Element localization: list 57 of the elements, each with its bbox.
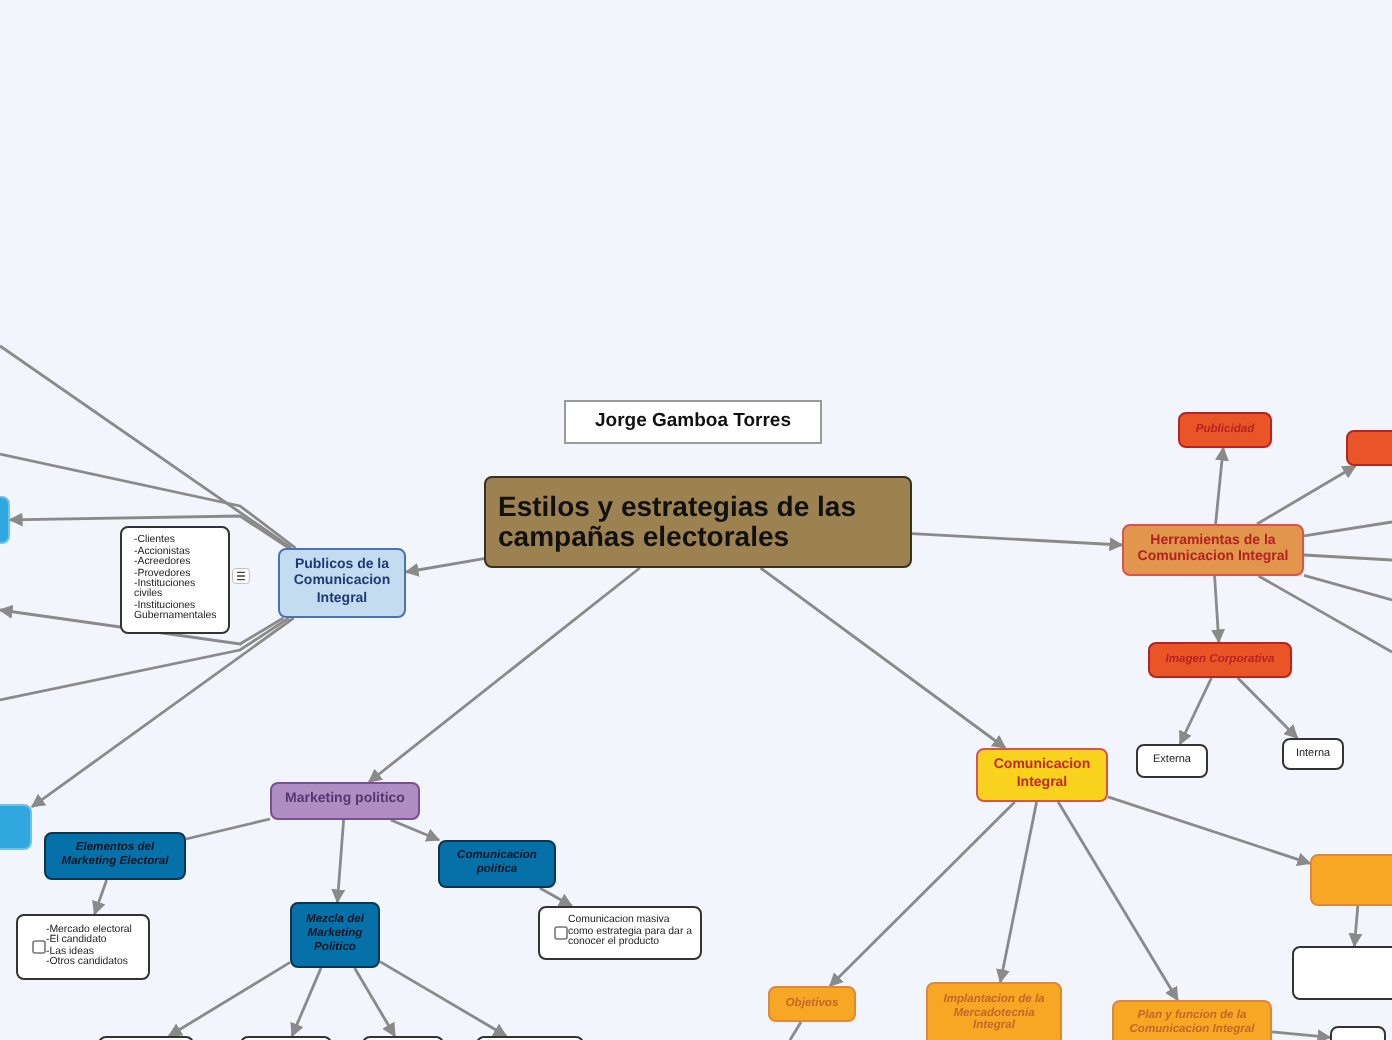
arrow [539, 886, 573, 908]
arrow [367, 566, 641, 784]
subtopic-box [1310, 854, 1392, 906]
arrow [290, 967, 323, 1038]
author-name: Jorge Gamboa Torres [594, 410, 792, 434]
arrow [1214, 446, 1229, 525]
connector-line [0, 616, 290, 702]
topic-box [278, 548, 406, 618]
subtopic-box [1148, 642, 1292, 678]
arrow [331, 819, 346, 904]
subtopic-box [768, 986, 856, 1022]
topic-box [270, 782, 420, 820]
connector-line [0, 344, 293, 550]
subtopic-box [438, 840, 556, 888]
note-box [1292, 946, 1392, 1000]
connector-line [1303, 574, 1392, 602]
arrow [1256, 464, 1357, 526]
arrow [8, 512, 290, 550]
arrow [390, 818, 441, 842]
author-box [564, 400, 822, 444]
subtopic-box [1282, 738, 1344, 770]
topic-box [976, 748, 1108, 802]
arrow [1236, 677, 1299, 739]
arrow [759, 566, 1007, 750]
arrow [1348, 905, 1363, 948]
note-box [16, 914, 150, 980]
arrow [92, 879, 108, 916]
arrow [404, 557, 485, 577]
arrow [1271, 1029, 1332, 1040]
arrow [30, 616, 295, 808]
arrow [1211, 575, 1225, 644]
arrow [353, 967, 396, 1038]
connector-line [1303, 553, 1392, 562]
connector-line [0, 452, 297, 550]
topic-box [1122, 524, 1304, 576]
arrow [829, 801, 1016, 987]
arrow [167, 961, 291, 1038]
connector-line [1257, 574, 1392, 654]
arrow [1178, 677, 1213, 746]
connector-line [1303, 520, 1392, 538]
central-topic-box [484, 476, 912, 568]
arrow [996, 801, 1038, 984]
subtopic-box [1178, 412, 1272, 448]
arrow [911, 532, 1124, 552]
arrow [379, 960, 508, 1038]
subtopic-box [926, 982, 1062, 1040]
subtopic-box [44, 832, 186, 880]
subtopic-box [1112, 1000, 1272, 1040]
arrow [1107, 795, 1312, 867]
subtopic-box [1136, 744, 1208, 778]
connector-line [185, 817, 271, 841]
note-box [120, 526, 230, 634]
connector-line [788, 1021, 803, 1040]
topic-label: Estilos y estrategias de las campañas electorales [498, 491, 858, 553]
subtopic-box [290, 902, 380, 968]
note-box [538, 906, 702, 960]
arrow [1057, 801, 1179, 1002]
